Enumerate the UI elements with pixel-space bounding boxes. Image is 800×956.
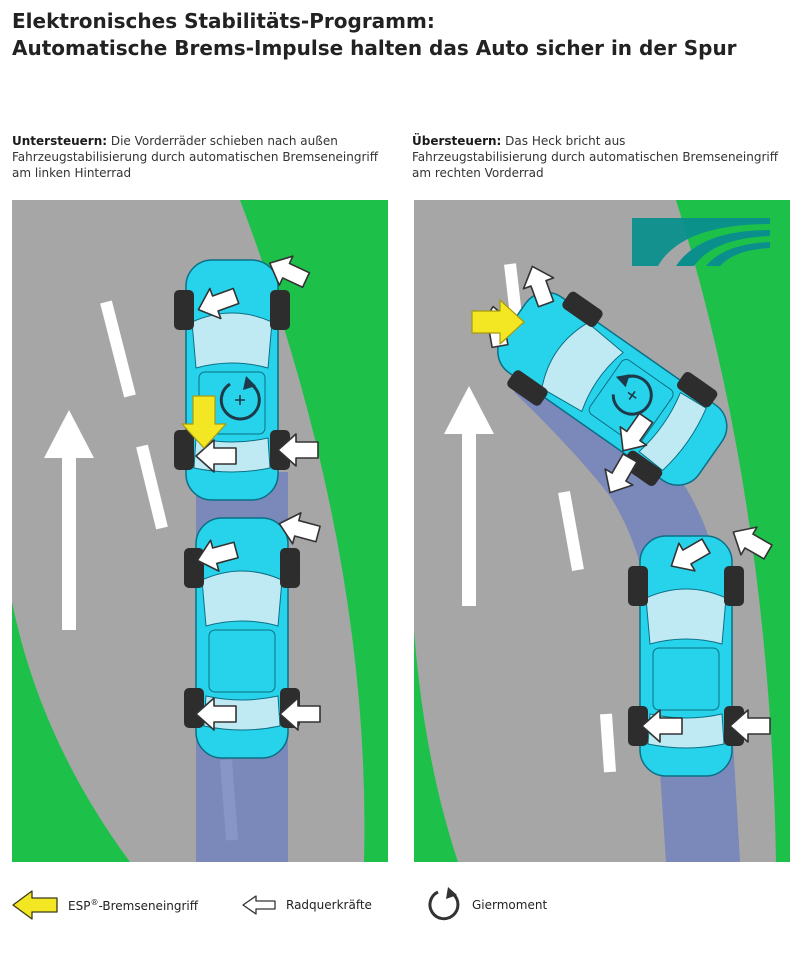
left-caption-text-2: Fahrzeugstabilisierung durch automatisch…	[12, 150, 379, 164]
right-caption-text-2: Fahrzeugstabilisierung durch automatisch…	[412, 150, 779, 164]
right-caption-heading: Übersteuern:	[412, 134, 502, 148]
right-caption-text-1: Das Heck bricht aus	[501, 134, 626, 148]
lane-dash-3	[600, 713, 616, 773]
legend-wheel-forces-label: Radquerkräfte	[286, 898, 372, 912]
legend-yaw-label: Giermoment	[472, 898, 548, 912]
legend-wheel-forces: Radquerkräfte	[242, 886, 372, 924]
legend-yaw: Giermoment	[426, 886, 547, 924]
right-caption: Übersteuern: Das Heck bricht aus Fahrzeu…	[412, 133, 797, 181]
direction-arrow	[444, 386, 494, 606]
oversteer-panel	[414, 200, 790, 862]
left-caption-heading: Untersteuern:	[12, 134, 108, 148]
right-caption-text-3: am rechten Vorderrad	[412, 166, 544, 180]
oversteer-illustration	[414, 200, 790, 862]
left-caption-text-3: am linken Hinterrad	[12, 166, 132, 180]
grass-verge-left	[12, 602, 130, 862]
left-caption: Untersteuern: Die Vorderräder schieben n…	[12, 133, 397, 181]
grass-verge-left	[414, 630, 458, 862]
diagram-title: Elektronisches Stabilitäts-Programm: Aut…	[12, 8, 792, 62]
lane-dash-1	[100, 300, 136, 398]
grass-verge	[240, 200, 388, 862]
legend-esp: ESP®-Bremseneingriff	[12, 886, 198, 924]
yaw-rotation-icon	[428, 887, 460, 921]
yellow-arrow-icon	[12, 890, 58, 920]
white-arrow-icon	[242, 895, 276, 915]
logo-mark	[632, 218, 770, 266]
grass-verge	[676, 200, 790, 862]
legend: ESP®-Bremseneingriff Radquerkräfte Gierm…	[0, 886, 800, 926]
lane-dash-2	[558, 490, 584, 572]
lane-dash-2	[136, 444, 168, 530]
title-line-1: Elektronisches Stabilitäts-Programm:	[12, 9, 435, 33]
title-line-2: Automatische Brems-Impulse halten das Au…	[12, 36, 737, 60]
left-caption-text-1: Die Vorderräder schieben nach außen	[107, 134, 338, 148]
understeer-panel	[12, 200, 388, 862]
direction-arrow	[44, 410, 94, 630]
understeer-illustration	[12, 200, 388, 862]
car-rear-oversteer	[626, 534, 746, 778]
legend-esp-label: ESP®-Bremseneingriff	[68, 897, 199, 913]
